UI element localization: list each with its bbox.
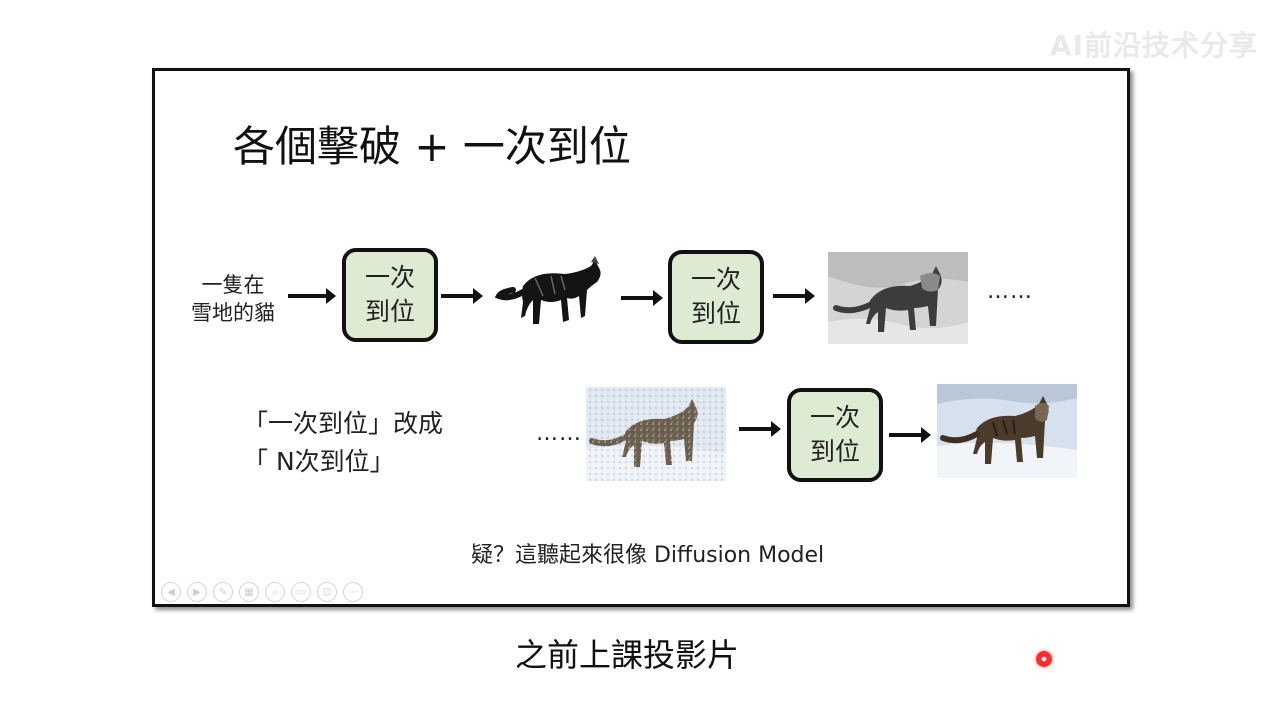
slide-title: 各個擊破 + 一次到位 — [233, 122, 631, 171]
arrow — [889, 427, 931, 443]
caption-line2: 「 N次到位」 — [243, 447, 395, 476]
input-label-line1: 一隻在 — [201, 273, 265, 297]
input-text-label: 一隻在 雪地的貓 — [183, 271, 283, 327]
subtitle-icon[interactable]: ▭ — [291, 582, 311, 602]
arrow — [773, 288, 815, 304]
watermark: AI前沿技术分享 — [1049, 29, 1258, 62]
box-label-line1: 一次 — [809, 403, 860, 432]
cat-clean-image — [937, 384, 1077, 478]
ellipsis: …… — [536, 421, 582, 446]
cat-posterized-image — [828, 252, 968, 344]
box-label-line2: 到位 — [809, 437, 860, 466]
input-label-line2: 雪地的貓 — [191, 301, 275, 325]
presentation-slide: 各個擊破 + 一次到位 一隻在 雪地的貓 一次 到位 一次 到位 — [152, 68, 1130, 607]
laser-pointer-icon — [1036, 651, 1052, 667]
next-icon[interactable]: ▶ — [187, 582, 207, 602]
box-label-line2: 到位 — [364, 297, 415, 326]
n-steps-caption: 「一次到位」改成 「 N次到位」 — [243, 405, 443, 481]
arrow — [441, 288, 483, 304]
video-subtitle: 之前上課投影片 — [514, 636, 739, 674]
box-label-line1: 一次 — [364, 263, 415, 292]
slideshow-toolbar: ◀ ▶ ✎ ▦ ⌕ ▭ ⊡ ⋯ — [161, 582, 363, 602]
zoom-icon[interactable]: ⌕ — [265, 582, 285, 602]
pen-icon[interactable]: ✎ — [213, 582, 233, 602]
cat-noisy-image — [586, 387, 726, 481]
box-label-line2: 到位 — [690, 299, 741, 328]
cat-sketch-image — [495, 256, 607, 336]
slides-icon[interactable]: ▦ — [239, 582, 259, 602]
previous-icon[interactable]: ◀ — [161, 582, 181, 602]
one-step-box: 一次 到位 — [342, 248, 438, 342]
one-step-box: 一次 到位 — [668, 250, 764, 344]
one-step-box: 一次 到位 — [787, 388, 883, 482]
box-label-line1: 一次 — [690, 265, 741, 294]
caption-line1: 「一次到位」改成 — [243, 409, 444, 438]
more-icon[interactable]: ⋯ — [343, 582, 363, 602]
arrow — [739, 421, 781, 437]
arrow — [621, 290, 663, 306]
question-text: 疑？這聽起來很像 Diffusion Model — [471, 543, 825, 568]
camera-icon[interactable]: ⊡ — [317, 582, 337, 602]
arrow — [288, 288, 336, 304]
ellipsis: …… — [987, 279, 1033, 304]
